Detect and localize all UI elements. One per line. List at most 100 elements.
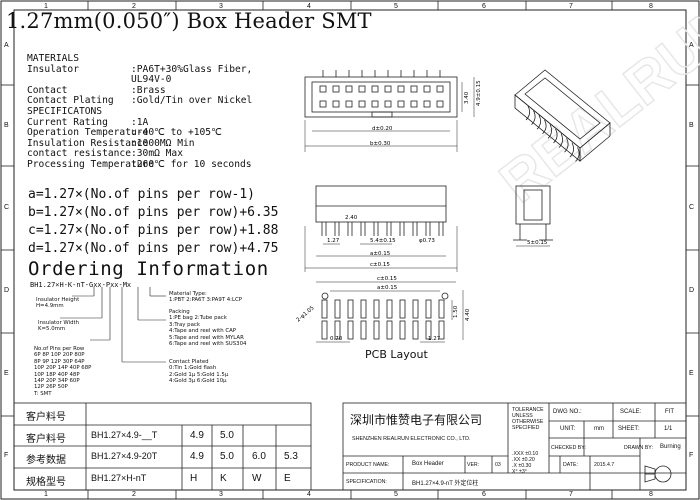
pcb-pad	[399, 299, 406, 319]
materials-heading: MATERIALS	[27, 53, 79, 64]
parts-table-cell: 5.0	[220, 430, 234, 441]
front-view-drawing	[304, 185, 458, 272]
ver-label: VER:	[467, 462, 480, 468]
spec-row: Contact:Brass	[27, 84, 252, 97]
dim-d: d±0.20	[372, 126, 393, 132]
ordering-line: T: SMT	[34, 390, 52, 397]
formula-line: a=1.27×(No.of pins per row-1)	[28, 187, 255, 202]
parts-table-cell: 4.9	[190, 430, 204, 441]
formula-line: c=1.27×(No.of pins per row)+1.88	[28, 223, 279, 238]
frame-col-label: 1	[44, 3, 48, 10]
ordering-line: 14P 20P 34P 60P	[34, 378, 80, 385]
pcb-pad	[425, 299, 432, 319]
drawn-by-value: Burning	[660, 444, 681, 450]
ordering-line: No.of Pins per Row	[34, 346, 85, 352]
pcb-pad	[321, 299, 328, 319]
frame-row-label: E	[4, 370, 9, 377]
ordering-line: 2:Gold 1μ 5:Gold 1.5μ	[169, 371, 229, 378]
spec-value: :PA6T+30%Glass Fiber,	[131, 63, 253, 75]
date-label: DATE:	[563, 462, 578, 468]
ordering-line: UNLESS	[512, 413, 533, 419]
spec-value: :Brass	[131, 84, 166, 96]
pcb-pad	[360, 299, 367, 319]
frame-row-label: B	[4, 122, 9, 129]
ordering-line: TOLERANCE	[512, 407, 544, 413]
ordering-line: 1:PE bag 2:Tube pack	[169, 315, 227, 322]
frame-col-label: 2	[132, 491, 136, 498]
top-pin	[319, 100, 327, 108]
pcb-layout-drawing	[316, 281, 464, 343]
spec-value: UL94V-0	[131, 74, 172, 86]
dim-c1: c±0.15	[370, 262, 390, 268]
product-name-label: PRODUCT NAME:	[346, 462, 390, 468]
parts-table-grid	[13, 402, 312, 491]
pcb-pad	[412, 320, 419, 340]
top-pin	[358, 85, 366, 93]
parts-table-cell: BH1.27×H-nT	[91, 473, 147, 483]
top-pin	[332, 100, 340, 108]
dim-073: φ0.73	[419, 238, 435, 244]
ordering-leaders	[60, 287, 166, 363]
ordering-line: 10P 18P 40P 48P	[34, 371, 80, 378]
date-value: 2015.4.7	[594, 462, 615, 468]
spec-value: :260℃ for 10 seconds	[131, 158, 252, 170]
top-pin	[410, 85, 418, 93]
spec-value: :1A	[131, 116, 149, 128]
top-pin	[345, 85, 353, 93]
materials-specs-block: MATERIALS Insulator:PA6T+30%Glass Fiber,…	[27, 53, 253, 171]
parts-table-cell: 5.0	[220, 451, 234, 462]
frame-row-label: C	[4, 204, 10, 211]
top-pin	[319, 85, 327, 93]
frame-col-label: 2	[132, 3, 136, 10]
specs-heading: SPECIFICATONS	[27, 105, 103, 117]
ordering-part-number: BH1.27×H-K-nT-Gxx-Pxx-Mx	[30, 281, 132, 289]
ordering-line: 3:Tray pack	[169, 321, 200, 328]
iso-pin	[564, 138, 569, 153]
parts-table-header-label: 客户料号	[26, 412, 66, 423]
spec-key: Processing Temperature	[27, 158, 155, 170]
iso-pin	[531, 110, 536, 125]
parts-table-cell: H	[190, 473, 198, 484]
pcb-pad	[386, 320, 393, 340]
ordering-line: SPECIFIED	[512, 425, 540, 431]
pcb-pad	[360, 320, 367, 340]
frame-row-label: E	[689, 370, 694, 377]
scale-value: FIT	[665, 409, 674, 415]
frame-col-label: 1	[44, 491, 48, 498]
top-pin	[436, 100, 444, 108]
ordering-line: Material Type:	[169, 291, 207, 297]
top-pin	[423, 85, 431, 93]
pcb-pad	[347, 299, 354, 319]
dwg-no-label: DWG NO.:	[553, 409, 582, 415]
dim-240: 2.40	[345, 215, 358, 221]
ordering-line: Insulator Width	[38, 320, 80, 326]
pcb-pad	[334, 299, 341, 319]
spec-value: :1000MΩ Min	[131, 137, 195, 149]
frame-col-label: 4	[307, 491, 311, 498]
title-block-grid	[342, 402, 687, 491]
sheet-value: 1/1	[664, 426, 673, 432]
unit-label: UNIT:	[560, 426, 575, 432]
dim-150: 1.50	[453, 305, 459, 318]
company-name-en: SHENZHEN REALRUN ELECTRONIC CO., LTD.	[352, 436, 471, 442]
ordering-line: 6:Tape and reel with SUS304	[169, 341, 247, 348]
spec-row: Operation Temperature:-40℃ to +105℃	[27, 128, 252, 139]
ordering-line: K=5.0mm	[38, 326, 66, 333]
pcb-pad	[347, 320, 354, 340]
ordering-line: H=4.9mm	[36, 303, 64, 310]
iso-pin	[536, 115, 541, 130]
ordering-line: 1:PBT 2:PA6T 3:PA9T 4:LCP	[169, 297, 243, 304]
iso-pin	[558, 133, 563, 148]
spec-key: Operation Temperature	[27, 127, 149, 139]
pcb-pad	[438, 320, 445, 340]
top-pin	[410, 100, 418, 108]
pcb-pad	[373, 299, 380, 319]
top-pin	[371, 85, 379, 93]
pcb-pad	[386, 299, 393, 319]
pcb-layout-label: PCB Layout	[365, 348, 428, 361]
